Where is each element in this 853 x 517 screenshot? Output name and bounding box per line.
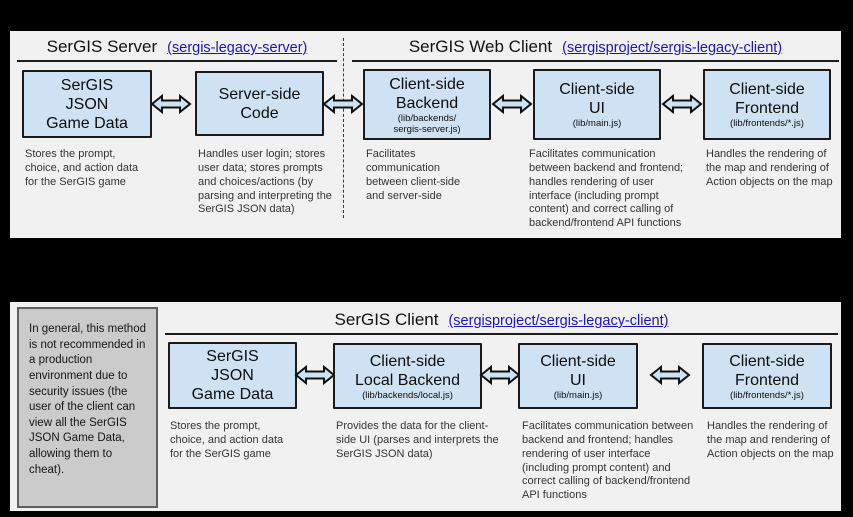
section-title: SerGIS Server xyxy=(46,37,158,56)
box-client-backend: Client-side Backend (lib/backends/ sergi… xyxy=(363,69,491,140)
box-subtitle-line: (lib/main.js) xyxy=(572,118,622,129)
desc-client-ui: Facilitates communication between backen… xyxy=(529,148,684,230)
box-title-line: Local Backend xyxy=(355,371,460,389)
link-sergis-legacy-server[interactable]: (sergis-legacy-server) xyxy=(167,40,308,56)
link-sergis-legacy-client-web[interactable]: (sergisproject/sergis-legacy-client) xyxy=(562,40,783,56)
double-arrow-icon xyxy=(322,93,364,115)
box-client-frontend: Client-side Frontend (lib/frontends/*.js… xyxy=(703,69,831,140)
desc-client-local-backend: Provides the data for the client-side UI… xyxy=(336,420,499,460)
box-title-line: Code xyxy=(240,104,279,122)
box-server-side-code: Server-side Code xyxy=(195,71,324,136)
box-client-local-backend: Client-side Local Backend (lib/backends/… xyxy=(333,343,482,409)
box-subtitle-line: sergis-server.js) xyxy=(393,123,461,135)
box-subtitle-line: (lib/main.js) xyxy=(553,389,603,401)
box-client-frontend-bottom: Client-side Frontend (lib/frontends/*.js… xyxy=(702,343,832,409)
box-title-line: Game Data xyxy=(46,114,128,132)
security-note: In general, this method is not recommend… xyxy=(17,307,158,508)
header-sergis-client: SerGIS Client (sergisproject/sergis-legac… xyxy=(165,310,838,335)
box-title-line: UI xyxy=(570,371,586,389)
box-title-line: SerGIS xyxy=(60,76,114,94)
box-json-game-data-bottom: SerGIS JSON Game Data xyxy=(168,342,297,409)
box-title-line: Frontend xyxy=(734,100,800,117)
dashed-divider xyxy=(343,38,344,218)
section-title: SerGIS Client xyxy=(334,310,439,329)
box-subtitle-line: (lib/backends/ xyxy=(397,112,457,124)
double-arrow-icon xyxy=(491,93,533,115)
box-subtitle-line: (lib/frontends/*.js) xyxy=(730,389,804,401)
header-sergis-server: SerGIS Server (sergis-legacy-server) xyxy=(17,37,337,62)
desc-client-frontend: Handles the rendering of the map and ren… xyxy=(706,148,833,188)
double-arrow-icon xyxy=(661,93,703,115)
double-arrow-icon xyxy=(150,93,192,115)
desc-client-frontend-bottom: Handles the rendering of the map and ren… xyxy=(707,420,834,460)
box-subtitle-line: (lib/backends/local.js) xyxy=(362,389,453,401)
section-title: SerGIS Web Client xyxy=(408,37,553,56)
box-title-line: SerGIS xyxy=(206,348,259,365)
double-arrow-icon xyxy=(649,364,691,386)
double-arrow-icon xyxy=(479,364,521,386)
top-panel-server-webclient: SerGIS Server (sergis-legacy-server) SerG… xyxy=(10,31,841,238)
box-title-line: Client-side xyxy=(729,352,805,370)
box-title-line: JSON xyxy=(211,367,254,384)
box-title-line: JSON xyxy=(65,95,109,113)
box-title-line: Server-side xyxy=(218,85,301,103)
header-sergis-web-client: SerGIS Web Client (sergisproject/sergis-l… xyxy=(352,37,839,62)
double-arrow-icon xyxy=(294,364,336,386)
box-title-line: Client-side xyxy=(389,75,465,93)
box-title-line: Client-side xyxy=(369,352,446,370)
desc-json-game-data-bottom: Stores the prompt, choice, and action da… xyxy=(170,420,284,460)
desc-json-game-data: Stores the prompt, choice, and action da… xyxy=(25,148,139,188)
box-title-line: UI xyxy=(589,100,605,117)
link-sergis-legacy-client[interactable]: (sergisproject/sergis-legacy-client) xyxy=(448,313,669,329)
box-json-game-data: SerGIS JSON Game Data xyxy=(22,70,152,138)
bottom-panel-client: In general, this method is not recommend… xyxy=(10,302,841,511)
box-subtitle-line: (lib/frontends/*.js) xyxy=(730,118,804,129)
box-title-line: Client-side xyxy=(559,81,635,98)
box-title-line: Backend xyxy=(395,94,459,112)
box-title-line: Client-side xyxy=(540,352,616,370)
desc-client-backend: Facilitates communication between client… xyxy=(366,148,461,202)
box-title-line: Game Data xyxy=(191,386,274,403)
box-title-line: Client-side xyxy=(729,81,805,98)
desc-server-side-code: Handles user login; stores user data; st… xyxy=(198,148,332,216)
desc-client-ui-bottom: Facilitates communication between backen… xyxy=(522,420,694,502)
box-client-ui-bottom: Client-side UI (lib/main.js) xyxy=(518,343,638,409)
box-client-ui: Client-side UI (lib/main.js) xyxy=(533,69,661,140)
box-title-line: Frontend xyxy=(734,371,800,389)
